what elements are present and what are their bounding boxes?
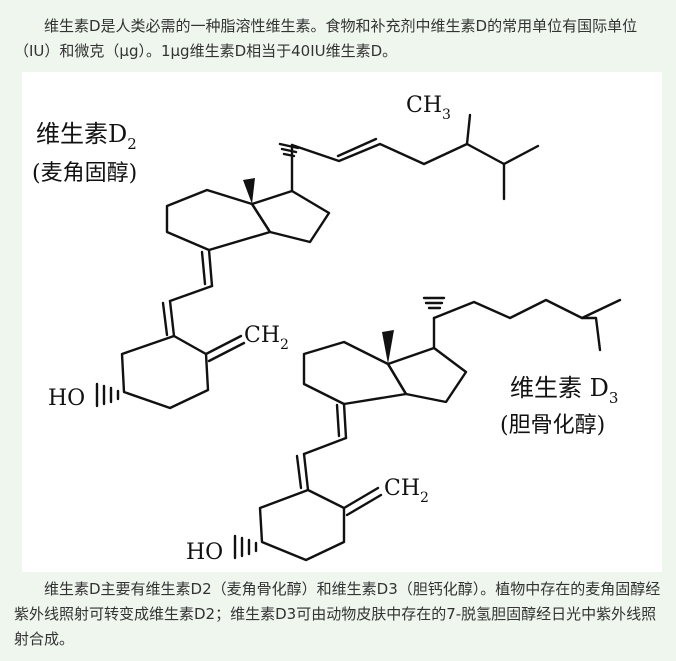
d2-c8-c7 <box>207 248 214 288</box>
d3-isopropyl <box>580 316 602 352</box>
d2-ring-a <box>120 334 210 410</box>
d3-ch2-bond <box>342 486 380 510</box>
d3-methyl-hash <box>422 296 446 310</box>
d2-side-chain-double-bond <box>336 137 378 158</box>
vitamin-d-structure-figure: 维生素D2 (麦角固醇) CH3 CH2 HO <box>22 72 662 572</box>
d3-ch2-double <box>345 493 383 517</box>
d3-angular-methyl-wedge <box>382 330 394 364</box>
d3-ch2-label: CH2 <box>384 476 429 506</box>
intro-paragraph: 维生素D是人类必需的一种脂溶性维生素。食物和补充剂中维生素D的常用单位有国际单位… <box>14 17 638 60</box>
d3-skeleton <box>233 296 622 562</box>
d2-alias-label: (麦角固醇) <box>32 161 137 186</box>
d2-c7-c6 <box>168 284 214 303</box>
d3-ring-d <box>386 346 468 404</box>
d2-ch2-label: CH2 <box>244 323 289 353</box>
d2-skeleton <box>95 113 540 410</box>
d2-ch2-double <box>207 341 246 363</box>
d2-ring-c <box>165 188 272 252</box>
d2-c8-c7-double <box>200 250 207 286</box>
d3-side-chain <box>432 298 622 320</box>
d3-ring-a <box>258 488 346 562</box>
d2-ch3-label: CH3 <box>406 93 451 123</box>
d2-ch2-bond <box>204 334 243 356</box>
d3-ring-c <box>302 340 408 406</box>
d3-ho-label: HO <box>186 540 223 565</box>
d3-ho-hash <box>233 534 258 560</box>
outro-paragraph: 维生素D主要有维生素D2（麦角骨化醇）和维生素D3（胆钙化醇）。植物中存在的麦角… <box>14 580 661 648</box>
d2-angular-methyl-wedge <box>243 178 255 204</box>
d3-alias-label: (胆骨化醇) <box>500 413 605 438</box>
d3-c6-c5-double <box>295 454 303 490</box>
d2-isopropyl <box>465 142 540 166</box>
d3-name-label: 维生素 D3 <box>510 374 618 407</box>
d3-c8-c7 <box>342 402 348 440</box>
d2-side-chain <box>290 113 472 166</box>
d2-name-label: 维生素D2 <box>36 120 137 153</box>
d2-ho-label: HO <box>48 386 85 411</box>
structure-diagram: 维生素D2 (麦角固醇) CH3 CH2 HO <box>32 93 622 565</box>
d3-c6-c5 <box>302 452 310 492</box>
d2-c6-c5-double <box>161 301 169 337</box>
d3-c7-c6 <box>302 436 348 456</box>
d2-ho-hash <box>95 382 120 408</box>
d2-ring-d <box>250 189 331 244</box>
d3-c8-c7-double <box>335 403 341 438</box>
d2-c6-c5 <box>168 299 176 338</box>
